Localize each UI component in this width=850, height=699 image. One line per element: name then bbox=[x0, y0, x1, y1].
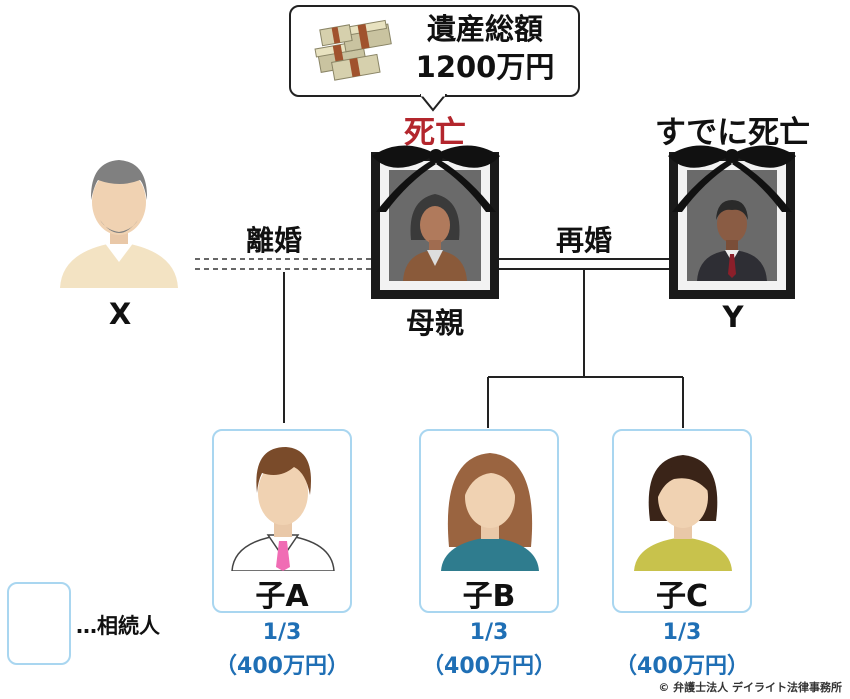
child-b-amount: （400万円） bbox=[422, 654, 556, 679]
divorce-label: 離婚 bbox=[245, 224, 302, 257]
child-c-share: 1/3 bbox=[662, 620, 702, 645]
x-person-icon bbox=[60, 160, 178, 288]
money-stack-icon bbox=[314, 19, 392, 81]
copyright-credit: © 弁護士法人 デイライト法律事務所 bbox=[658, 681, 842, 694]
child-c-avatar bbox=[634, 455, 732, 571]
mother-mourning-ribbon bbox=[372, 145, 500, 212]
child-c-card: 子C bbox=[612, 429, 752, 614]
child-b-card: 子B bbox=[419, 429, 559, 614]
legend-heir-swatch bbox=[7, 582, 71, 665]
x-label: X bbox=[108, 297, 132, 331]
child-a-card: 子A bbox=[212, 429, 352, 614]
y-status: すでに死亡 bbox=[654, 115, 811, 151]
mother-portrait bbox=[403, 194, 467, 281]
y-mourning-ribbon bbox=[668, 145, 796, 212]
mother-status: 死亡 bbox=[404, 115, 466, 151]
child-a-amount: （400万円） bbox=[215, 654, 349, 679]
remarriage-label: 再婚 bbox=[555, 224, 612, 257]
legend-text: …相続人 bbox=[76, 614, 160, 638]
mother-portrait-frame bbox=[371, 152, 499, 299]
bubble-tail bbox=[420, 94, 448, 112]
mother-label: 母親 bbox=[405, 306, 464, 340]
child-b-share: 1/3 bbox=[469, 620, 509, 645]
child-c-label: 子C bbox=[655, 579, 709, 614]
child-a-label: 子A bbox=[255, 579, 309, 614]
child-a-share: 1/3 bbox=[262, 620, 302, 645]
y-label: Y bbox=[722, 300, 744, 334]
y-portrait-frame bbox=[669, 152, 795, 299]
child-b-avatar bbox=[441, 453, 539, 571]
child-c-amount: （400万円） bbox=[615, 654, 749, 679]
y-portrait bbox=[697, 200, 767, 281]
child-a-avatar bbox=[231, 447, 335, 571]
estate-amount: 1200万円 bbox=[415, 50, 555, 84]
estate-title: 遺産総額 bbox=[426, 12, 543, 46]
child-b-label: 子B bbox=[462, 579, 516, 614]
